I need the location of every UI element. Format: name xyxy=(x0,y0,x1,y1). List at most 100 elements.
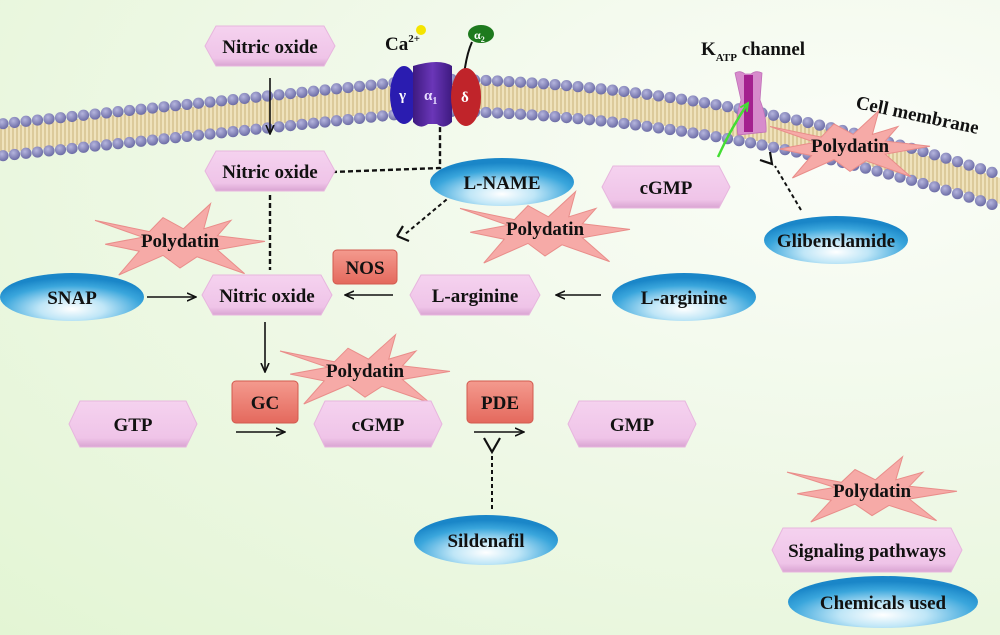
node-label: cGMP xyxy=(640,178,693,199)
node-nitric-oxide-extracellular[interactable]: Nitric oxide xyxy=(204,25,336,67)
lipid-head xyxy=(871,165,883,177)
lipid-head xyxy=(986,198,998,211)
connectors xyxy=(147,78,802,509)
node-nitric-oxide-membrane[interactable]: Nitric oxide xyxy=(204,150,336,192)
alpha2-subunit xyxy=(468,25,494,43)
lipid-head xyxy=(307,117,320,129)
lipid-head xyxy=(169,132,182,144)
lipid-head xyxy=(158,101,170,113)
lipid-head xyxy=(560,79,573,92)
lipid-head xyxy=(100,107,113,119)
lipid-head xyxy=(8,116,21,129)
polydatin-burst-katp[interactable]: Polydatin xyxy=(769,109,931,179)
enzyme-gc[interactable]: GC xyxy=(231,380,299,424)
polydatin-burst-gc[interactable]: Polydatin xyxy=(279,333,451,405)
hexagon-shape xyxy=(771,527,963,573)
lipid-head xyxy=(123,136,136,149)
svg-text:α1: α1 xyxy=(424,88,437,107)
lipid-head xyxy=(215,95,228,107)
lipid-head xyxy=(652,122,665,134)
lipid-head xyxy=(549,79,561,91)
lipid-head xyxy=(514,108,527,120)
lipid-head xyxy=(192,97,205,109)
lipid-head xyxy=(595,115,607,127)
lipid-head xyxy=(491,75,504,87)
node-gtp[interactable]: GTP xyxy=(68,400,198,448)
oval-shape xyxy=(430,158,574,206)
legend-chemicals-used[interactable]: Chemicals used xyxy=(788,576,978,628)
enzyme-pde[interactable]: PDE xyxy=(466,380,534,424)
lipid-head xyxy=(537,110,550,122)
lipid-head xyxy=(54,112,67,124)
lipid-head xyxy=(238,92,251,105)
lipid-head xyxy=(940,152,952,164)
calcium-channel: Ca2+ α2 γ α1 δ xyxy=(385,25,494,127)
polydatin-label: Polydatin xyxy=(833,481,912,502)
chemical-sildenafil[interactable]: Sildenafil xyxy=(414,515,558,565)
hexagon-shape xyxy=(567,400,697,448)
node-nitric-oxide-central[interactable]: Nitric oxide xyxy=(201,274,333,316)
lipid-head xyxy=(0,118,9,130)
alpha1-subunit xyxy=(413,62,452,127)
oval-shape xyxy=(0,273,144,321)
lipid-head xyxy=(43,145,55,157)
burst-shape xyxy=(94,202,266,276)
legend-polydatin[interactable]: Polydatin xyxy=(786,455,958,523)
lipid-head xyxy=(296,118,308,130)
lipid-head xyxy=(480,106,492,119)
polydatin-label: Polydatin xyxy=(811,136,890,157)
lipid-head xyxy=(963,191,975,203)
delta-subunit xyxy=(451,68,481,126)
chemical-glibenclamide[interactable]: Glibenclamide xyxy=(764,216,908,264)
enzyme-label: GC xyxy=(251,393,280,414)
lipid-head xyxy=(20,147,32,159)
lipid-head xyxy=(181,130,193,143)
gamma-subunit xyxy=(390,66,418,124)
hexagon-shape xyxy=(204,25,336,67)
node-label: Signaling pathways xyxy=(788,541,946,562)
inhibit-sildenafil-pde-icon xyxy=(483,437,501,455)
chemical-l-arginine[interactable]: L-arginine xyxy=(612,273,756,321)
node-cgmp-lower[interactable]: cGMP xyxy=(313,400,443,448)
lipid-head xyxy=(595,83,607,95)
katp-channel-label: KATP channel xyxy=(701,39,805,64)
lipid-head xyxy=(526,109,538,121)
calcium-ion-icon xyxy=(416,25,426,35)
chemical-snap[interactable]: SNAP xyxy=(0,273,144,321)
node-gmp[interactable]: GMP xyxy=(567,400,697,448)
polydatin-burst-nos[interactable]: Polydatin xyxy=(459,190,631,264)
burst-shape xyxy=(786,455,958,523)
lipid-head xyxy=(664,91,676,104)
lipid-head xyxy=(112,106,124,118)
lipid-head xyxy=(503,107,515,120)
node-label: Nitric oxide xyxy=(222,37,318,58)
lipid-head xyxy=(376,110,389,122)
node-cgmp-upper[interactable]: cGMP xyxy=(601,165,731,209)
oval-shape xyxy=(788,576,978,628)
hexagon-shape xyxy=(313,400,443,448)
lipid-head xyxy=(687,127,699,139)
lipid-head xyxy=(123,104,136,117)
lipid-head xyxy=(227,94,239,106)
polydatin-label: Polydatin xyxy=(141,231,220,252)
lipid-head xyxy=(353,112,366,124)
lipid-head xyxy=(284,119,297,132)
lipid-head xyxy=(940,184,952,196)
lipid-head xyxy=(974,195,987,207)
legend-signaling-pathways[interactable]: Signaling pathways xyxy=(771,527,963,573)
lipid-head xyxy=(733,135,745,147)
oval-shape xyxy=(414,515,558,565)
chemical-l-name[interactable]: L-NAME xyxy=(430,158,574,206)
lipid-head xyxy=(606,116,619,128)
hexagon-shape xyxy=(601,165,731,209)
enzyme-nos[interactable]: NOS xyxy=(332,249,398,285)
node-l-arginine[interactable]: L-arginine xyxy=(409,274,541,316)
polydatin-burst-nitric-oxide[interactable]: Polydatin xyxy=(94,202,266,276)
svg-text:γ: γ xyxy=(398,88,406,104)
enzyme-box xyxy=(231,380,299,424)
lipid-head xyxy=(169,100,182,112)
lipid-head xyxy=(43,113,55,125)
lipid-head xyxy=(319,84,331,96)
lipid-head xyxy=(66,110,78,123)
